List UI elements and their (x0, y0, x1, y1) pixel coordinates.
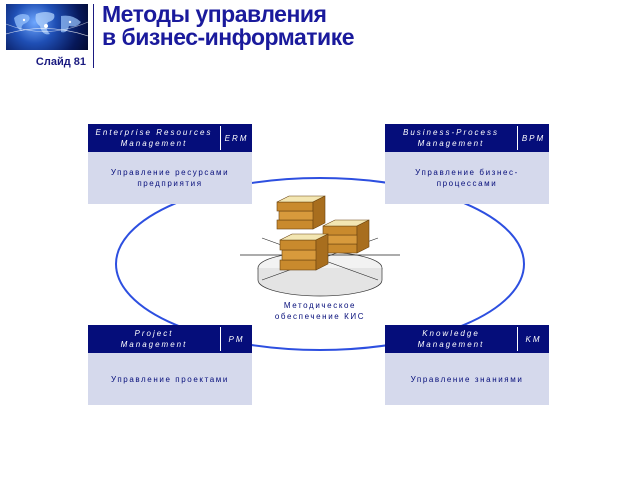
pm-abbr: PM (228, 334, 245, 344)
bpm-header-separator (517, 126, 518, 150)
pm-box: Project Management PM Управление проекта… (88, 325, 252, 405)
km-name: Knowledge Management (417, 329, 485, 349)
pm-name: Project Management (120, 329, 188, 349)
pm-header: Project Management PM (88, 325, 252, 353)
km-header-separator (517, 327, 518, 351)
globe-icon (6, 12, 88, 37)
erm-body: Управление ресурсами предприятия (88, 152, 252, 204)
bpm-header: Business-Process Management BPM (385, 124, 549, 152)
bpm-box: Business-Process Management BPM Управлен… (385, 124, 549, 204)
world-map-logo (6, 4, 88, 50)
km-abbr: KM (525, 334, 542, 344)
title-line-1: Методы управления (102, 1, 327, 27)
erm-header-separator (220, 126, 221, 150)
km-body: Управление знаниями (385, 353, 549, 405)
slide-number: Слайд 81 (35, 56, 86, 68)
stack-of-books-icon (276, 195, 370, 271)
bpm-body: Управление бизнес- процессами (385, 152, 549, 204)
pm-body: Управление проектами (88, 353, 252, 405)
center-label: Методическое обеспечение КИС (274, 301, 366, 321)
cycle-ellipse (115, 177, 525, 351)
erm-header: Enterprise Resources Management ERM (88, 124, 252, 152)
page-title: Методы управления в бизнес-информатике (102, 1, 355, 50)
erm-abbr: ERM (224, 133, 249, 143)
bpm-name: Business-Process Management (402, 128, 500, 148)
erm-box: Enterprise Resources Management ERM Упра… (88, 124, 252, 204)
header-divider (93, 4, 94, 68)
pm-header-separator (220, 327, 221, 351)
erm-name: Enterprise Resources Management (95, 128, 213, 148)
title-line-2: в бизнес-информатике (102, 24, 355, 50)
bpm-abbr: BPM (521, 133, 546, 143)
km-header: Knowledge Management KM (385, 325, 549, 353)
km-box: Knowledge Management KM Управление знани… (385, 325, 549, 405)
